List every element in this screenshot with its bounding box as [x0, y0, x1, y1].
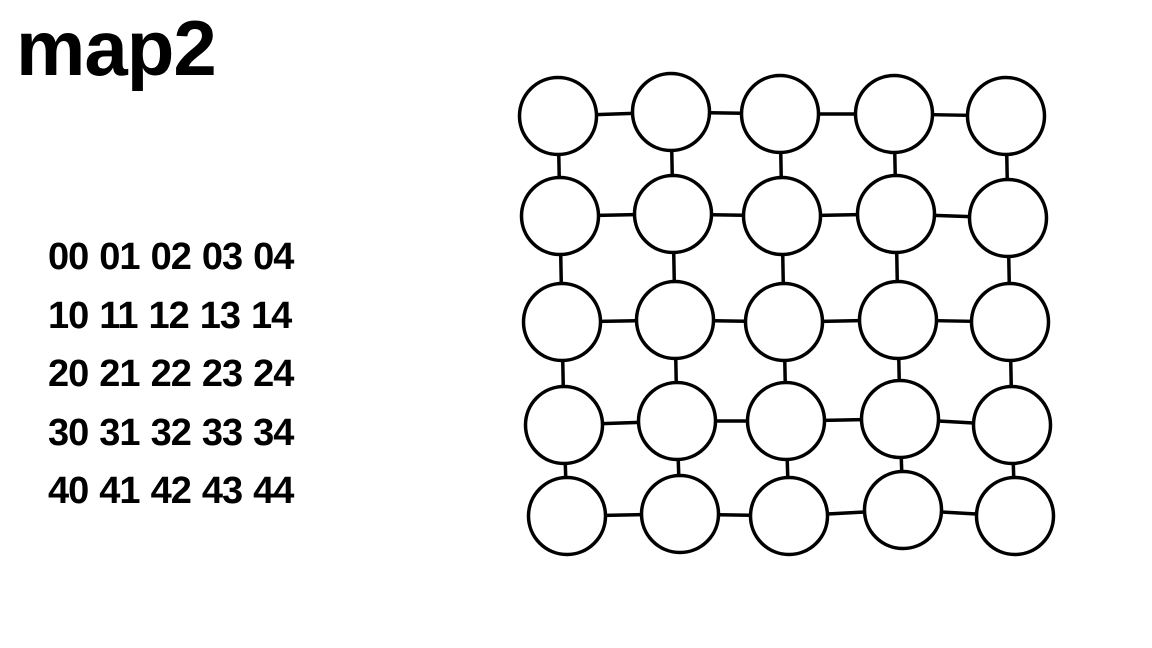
node-id-label: 42	[150, 470, 192, 512]
node-id-label: 24	[253, 353, 294, 395]
node-id-label: 31	[99, 411, 140, 454]
node-id-label: 40	[48, 470, 89, 512]
node-id-label: 44	[253, 470, 294, 512]
graph-edge-vertical	[1008, 360, 1014, 387]
graph-edge-vertical	[560, 360, 566, 387]
graph-node	[630, 71, 712, 153]
graph-edge-horizontal	[605, 512, 642, 518]
graph-node	[526, 475, 608, 557]
graph-edge-vertical	[558, 254, 564, 284]
graph-edge-horizontal	[827, 510, 865, 516]
node-id-label: 13	[199, 294, 241, 337]
graph-edge-horizontal	[936, 318, 972, 324]
graph-node	[743, 281, 825, 363]
graph-node	[967, 177, 1049, 259]
graph-node	[521, 281, 603, 363]
graph-node	[859, 378, 941, 460]
graph-node	[969, 281, 1051, 363]
graph-node	[639, 473, 721, 555]
graph-node	[974, 475, 1056, 557]
graph-edge-vertical	[780, 254, 786, 284]
graph-edge-horizontal	[713, 318, 746, 324]
node-id-label: 10	[48, 294, 89, 337]
graph-node	[857, 279, 939, 361]
graph-node	[519, 175, 601, 257]
node-id-label: 00	[48, 236, 89, 278]
graph-node	[634, 279, 716, 361]
graph-edge-horizontal	[602, 420, 639, 426]
node-id-label: 34	[253, 411, 294, 454]
node-id-label: 11	[99, 294, 138, 337]
graph-edge-horizontal	[711, 212, 744, 218]
graph-node	[745, 380, 827, 462]
graph-edge-horizontal	[598, 212, 635, 218]
graph-edge-vertical	[671, 252, 677, 282]
graph-node	[632, 173, 714, 255]
node-id-label: 32	[150, 411, 192, 454]
graph-edge-horizontal	[941, 510, 977, 516]
graph-node	[741, 175, 823, 257]
graph-edge-horizontal	[938, 419, 974, 425]
graph-node	[523, 384, 605, 466]
node-id-label: 02	[150, 236, 192, 278]
graph-edge-horizontal	[820, 212, 858, 218]
graph-edge-vertical	[676, 459, 681, 476]
graph-node	[853, 73, 935, 155]
node-id-label: 22	[150, 353, 192, 395]
graph-node	[965, 75, 1047, 157]
graph-node	[862, 469, 944, 551]
graph-node	[517, 75, 599, 157]
graph-edge-horizontal	[932, 112, 968, 118]
graph-edge-horizontal	[824, 417, 862, 423]
node-id-label: 20	[48, 353, 89, 395]
node-id-label: 14	[251, 294, 292, 337]
node-id-label: 03	[201, 236, 243, 278]
graph-edge-vertical	[1006, 256, 1012, 284]
node-id-label: 41	[99, 470, 140, 512]
node-id-label: 30	[48, 411, 89, 454]
graph-edge-horizontal	[600, 318, 637, 324]
graph-edge-horizontal	[596, 111, 633, 117]
node-id-label: 21	[99, 353, 140, 395]
graph-edge-vertical	[894, 252, 900, 282]
graph-node	[739, 73, 821, 155]
node-id-label: 43	[201, 470, 243, 512]
node-id-label: 33	[201, 411, 243, 454]
node-id-label: 01	[99, 236, 140, 278]
node-id-label: 23	[201, 353, 243, 395]
graph-edge-horizontal	[822, 318, 860, 324]
graph-node	[855, 173, 937, 255]
node-id-label: 04	[253, 236, 294, 278]
graph-node	[748, 475, 830, 557]
graph-edge-vertical	[785, 459, 790, 478]
graph-edge-horizontal	[934, 213, 970, 219]
graph-node	[636, 380, 718, 462]
node-id-label: 12	[148, 294, 189, 337]
map-title: map2	[16, 4, 217, 92]
graph-node	[971, 384, 1053, 466]
graph-nodes	[517, 71, 1056, 557]
graph-edge-horizontal	[718, 512, 751, 518]
graph-edge-horizontal	[709, 110, 742, 116]
graph-edges	[557, 110, 1016, 518]
